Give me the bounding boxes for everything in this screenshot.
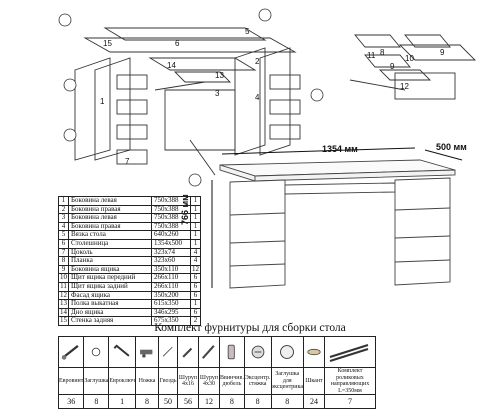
parts-cell-size: 615x350 xyxy=(151,299,191,309)
diagram-number: 15 xyxy=(103,39,112,48)
leg-icon xyxy=(135,336,159,368)
parts-cell-qty: 1 xyxy=(190,238,201,249)
hardware-qty: 8 xyxy=(83,394,110,409)
hardware-qty: 56 xyxy=(177,394,199,409)
hardware-qty: 8 xyxy=(135,394,159,409)
hardware-label: Заглушка xyxy=(83,367,110,395)
parts-cell-name: Боковина левая xyxy=(68,213,152,223)
hardware-label: Шуруп 4x16 xyxy=(177,367,199,395)
eccentric-cap-icon xyxy=(270,336,304,368)
parts-cell-n: 8 xyxy=(58,256,69,266)
width-dimension: 1354 мм xyxy=(322,144,358,154)
parts-cell-qty: 6 xyxy=(190,281,201,292)
diagram-number: 3 xyxy=(215,89,220,98)
hardware-label: Шкант xyxy=(302,367,325,395)
cap-icon xyxy=(83,336,110,368)
parts-cell-name: Боковина левая xyxy=(68,196,152,206)
parts-cell-size: 266x110 xyxy=(151,281,191,292)
hardware-qty: 36 xyxy=(57,394,85,409)
parts-cell-qty: 1 xyxy=(190,196,201,206)
parts-cell-qty: 1 xyxy=(190,213,201,223)
diagram-number: 6 xyxy=(175,39,180,48)
hardware-qty: 50 xyxy=(158,394,178,409)
eccentric-icon xyxy=(243,336,272,368)
parts-cell-name: Полка выкатная xyxy=(68,299,152,309)
hardware-qty: 12 xyxy=(198,394,220,409)
hardware-qty: 24 xyxy=(302,394,325,409)
wood-pin-icon xyxy=(302,336,325,368)
diagram-number: 5 xyxy=(245,27,250,36)
diagram-number: 9 xyxy=(390,62,395,71)
diagram-number: 12 xyxy=(400,82,409,91)
parts-cell-name: Щит ящика задний xyxy=(68,281,152,292)
hardware-qty: 7 xyxy=(323,394,376,409)
diagram-number: 7 xyxy=(125,157,130,166)
parts-cell-n: 13 xyxy=(58,299,69,309)
parts-cell-n: 11 xyxy=(58,281,69,292)
hardware-qty: 8 xyxy=(243,394,272,409)
parts-cell-name: Столешница xyxy=(68,238,152,249)
assembled-desk-illustration xyxy=(211,147,463,289)
diagram-number: 2 xyxy=(255,57,260,66)
parts-cell-n: 6 xyxy=(58,238,69,249)
hex-key-icon xyxy=(108,336,136,368)
hardware-label: Евроключ xyxy=(108,367,136,395)
hardware-label: Евровинт xyxy=(57,367,85,395)
parts-cell-qty: 4 xyxy=(190,256,201,266)
eurovint-icon xyxy=(57,336,85,368)
parts-cell-qty: 2 xyxy=(190,316,201,326)
exploded-assembly-diagram: 15 6 5 14 13 1 3 2 4 7 xyxy=(58,8,324,187)
hardware-title: Комплект фурнитуры для сборки стола xyxy=(154,322,346,334)
parts-cell-qty: 1 xyxy=(190,299,201,309)
hardware-qty: 1 xyxy=(108,394,136,409)
diagram-number: 10 xyxy=(405,54,414,63)
hardware-label: Эксцентр. стяжка xyxy=(243,367,272,395)
hardware-qty: 8 xyxy=(270,394,304,409)
hardware-label: Ножка xyxy=(135,367,159,395)
parts-cell-size: 1354x500 xyxy=(151,238,191,249)
diagram-number: 4 xyxy=(255,93,260,102)
diagram-number: 13 xyxy=(215,71,224,80)
screw-long-icon xyxy=(198,336,220,368)
parts-cell-size: 750x388 xyxy=(151,196,191,206)
diagram-number: 8 xyxy=(380,48,385,57)
parts-cell-n: 3 xyxy=(58,213,69,223)
depth-dimension: 500 мм xyxy=(436,142,467,152)
hardware-label: Ввинчив. дюбель xyxy=(219,367,245,395)
drawer-exploded-diagram: 11 9 10 9 12 8 xyxy=(349,34,477,100)
diagram-number: 1 xyxy=(100,97,105,106)
parts-cell-size: 750x388 xyxy=(151,213,191,223)
dowel-icon xyxy=(219,336,245,368)
hardware-label: Комплект роликовых направляющих L=350мм xyxy=(323,367,376,395)
hardware-label: Заглушка для эксцентрика xyxy=(270,367,304,395)
hardware-qty: 8 xyxy=(219,394,245,409)
hardware-label: Шуруп 4x30 xyxy=(198,367,220,395)
diagram-number: 14 xyxy=(167,61,176,70)
parts-cell-n: 1 xyxy=(58,196,69,206)
parts-cell-size: 323x60 xyxy=(151,256,191,266)
diagram-number: 11 xyxy=(367,51,376,60)
rail-icon xyxy=(323,336,376,368)
hardware-label: Гвоздь xyxy=(158,367,178,395)
nail-icon xyxy=(158,336,178,368)
parts-cell-name: Планка xyxy=(68,256,152,266)
diagram-number: 9 xyxy=(440,48,445,57)
screw-short-icon xyxy=(177,336,199,368)
